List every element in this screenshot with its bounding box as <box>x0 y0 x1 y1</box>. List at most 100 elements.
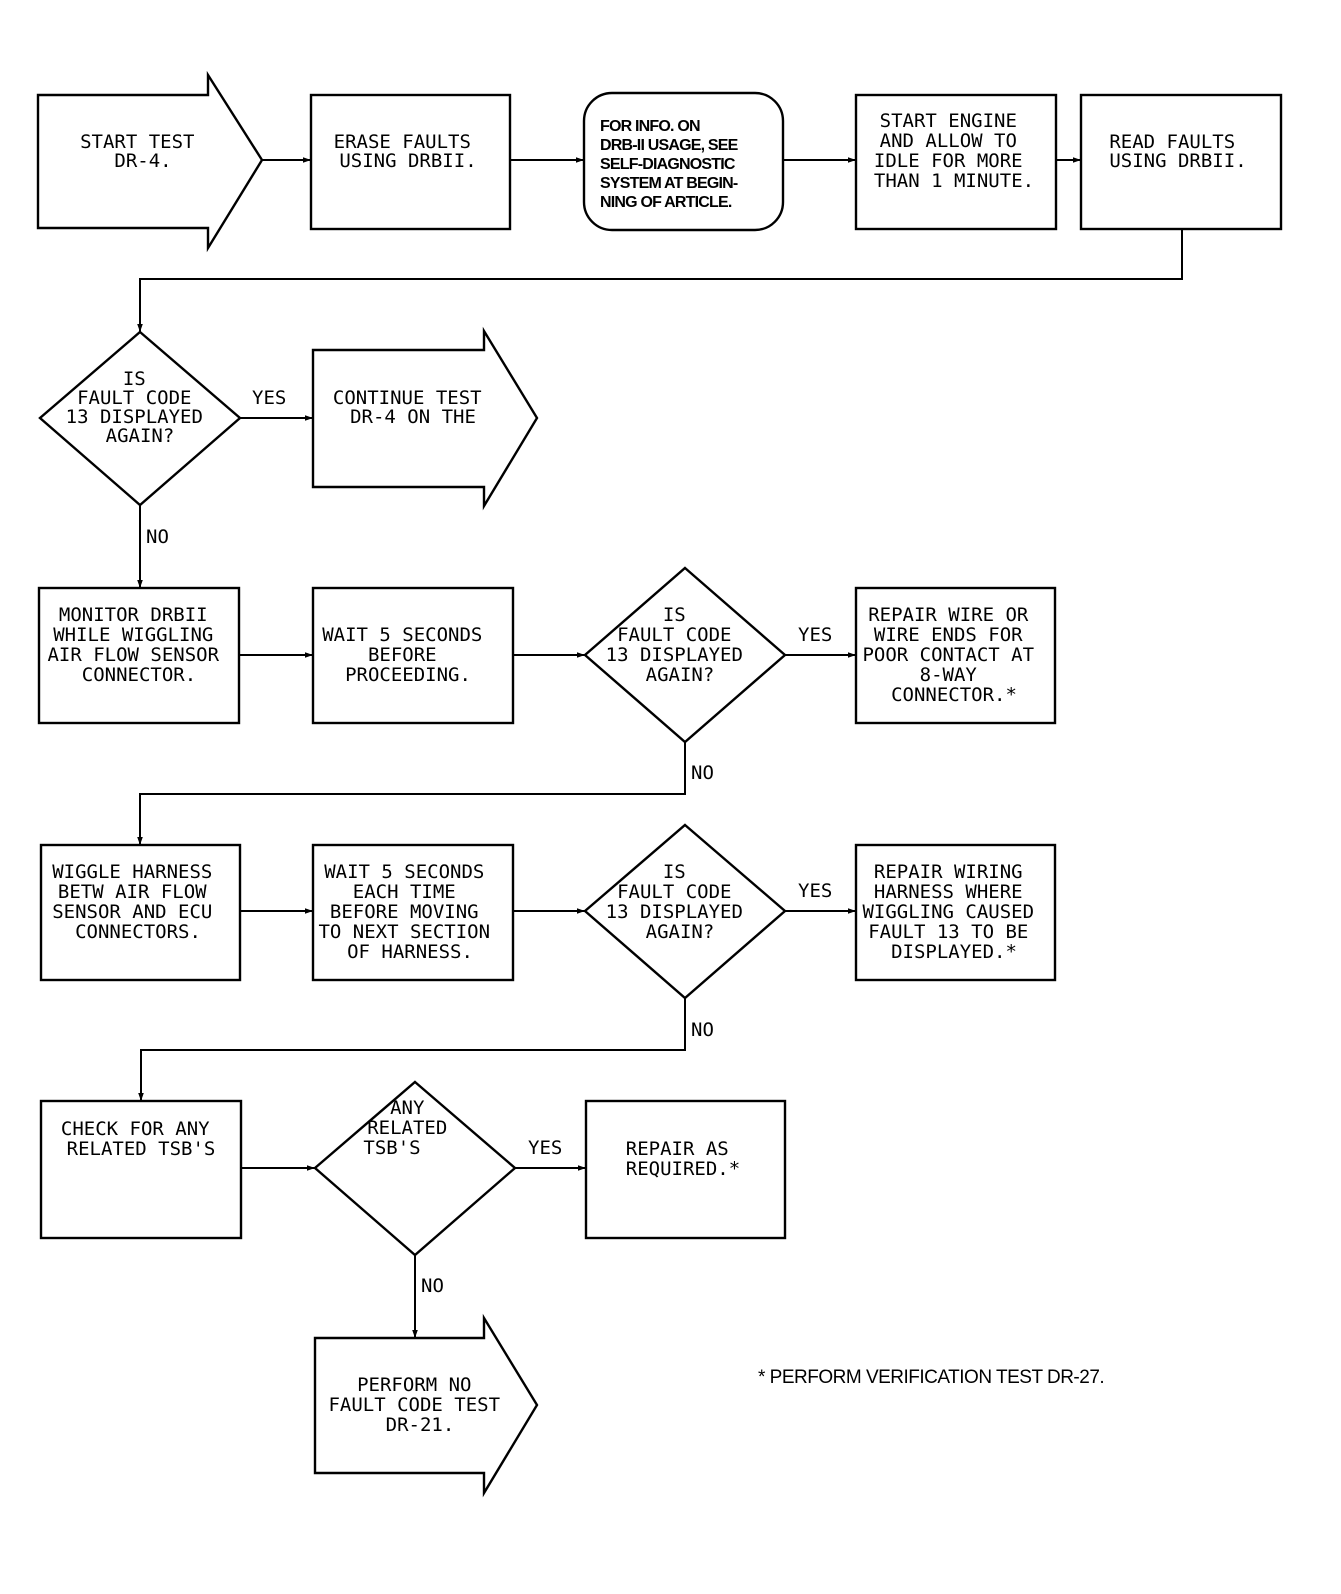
node-text-line: BEFORE <box>368 644 437 666</box>
node-text-line: REQUIRED.* <box>626 1158 740 1180</box>
node-text-line: RELATED <box>367 1117 447 1139</box>
svg-text:MONITOR DRBII WHILE WIGG: MONITOR DRBII WHILE WIGGLING AIR FLOW SE… <box>47 604 230 686</box>
node-text-line: HARNESS WHERE <box>874 881 1023 903</box>
node-text-line: EACH TIME <box>353 881 456 903</box>
yes-label: YES <box>252 387 286 409</box>
svg-text:WAIT 5 SECONDS BEFORE: WAIT 5 SECONDS BEFORE PROCEEDING. <box>322 624 494 686</box>
verification-footnote: * PERFORM VERIFICATION TEST DR-27. <box>758 1367 1104 1388</box>
yes-label: YES <box>798 880 832 902</box>
node-text-line: REPAIR WIRING <box>874 861 1023 883</box>
wiggle-harness-box: WIGGLE HARNESS BETW AIR FLOW SENSOR AND … <box>39 843 242 982</box>
node-text-line: DR-21. <box>386 1414 455 1436</box>
node-text-line: SENSOR AND ECU <box>52 901 212 923</box>
decision-fault-code-3: IS FAULT CODE 13 DISPLAYED AGAIN? <box>583 823 787 1000</box>
node-text-line: MONITOR DRBII <box>59 604 208 626</box>
svg-text:READ FAULTS USING DRBII.: READ FAULTS USING DRBII. <box>1109 131 1246 172</box>
svg-text:WIGGLE HARNESS BETW AIR: WIGGLE HARNESS BETW AIR FLOW SENSOR AND … <box>52 861 224 943</box>
start-test-node: START TEST DR-4. <box>36 70 264 253</box>
svg-text:CONTINUE TEST DR-4 ON TH: CONTINUE TEST DR-4 ON THE <box>333 387 493 428</box>
node-text-line: POOR CONTACT AT <box>862 644 1034 666</box>
node-text-line: FAULT CODE TEST <box>328 1394 500 1416</box>
node-text-line: FAULT 13 TO BE <box>868 921 1028 943</box>
repair-as-required-box: REPAIR AS REQUIRED.* <box>584 1099 787 1240</box>
node-text-line: START ENGINE <box>880 110 1017 132</box>
yes-label: YES <box>798 624 832 646</box>
connector-arrow <box>138 998 686 1101</box>
svg-text:IS FAULT CODE 13 D: IS FAULT CODE 13 DISPLAYED AGAIN? <box>606 861 755 943</box>
node-text-line: AND ALLOW TO <box>880 130 1017 152</box>
node-text-line: REPAIR WIRE OR <box>868 604 1029 626</box>
decision-related-tsbs: ANY RELATED TSB'S <box>313 1080 517 1257</box>
node-text-line: PROCEEDING. <box>345 664 471 686</box>
node-text-line: WAIT 5 SECONDS <box>322 624 482 646</box>
svg-text:REPAIR WIRING HARNESS WH: REPAIR WIRING HARNESS WHERE WIGGLING CAU… <box>862 861 1045 963</box>
node-text-line: AGAIN? <box>106 425 175 447</box>
node-text-line: AIR FLOW SENSOR <box>47 644 219 666</box>
continue-test-node: CONTINUE TEST DR-4 ON THE <box>311 326 539 511</box>
node-text-line: IDLE FOR MORE <box>874 150 1023 172</box>
node-text-line: ERASE FAULTS <box>334 131 471 153</box>
no-label: NO <box>421 1275 444 1297</box>
no-label: NO <box>691 762 714 784</box>
node-text-line: WIRE ENDS FOR <box>874 624 1023 646</box>
svg-text:REPAIR WIRE OR WIRE ENDS: REPAIR WIRE OR WIRE ENDS FOR POOR CONTAC… <box>862 604 1045 706</box>
node-text-line: DR-4 ON THE <box>350 406 476 428</box>
node-text-line: 13 DISPLAYED <box>66 406 203 428</box>
read-faults-box: READ FAULTS USING DRBII. <box>1079 93 1283 231</box>
node-text-line: RELATED TSB'S <box>67 1138 216 1160</box>
info-note-box: FOR INFO. ON DRB-II USAGE, SEE SELF-DIAG… <box>582 91 785 232</box>
node-text-line: DISPLAYED.* <box>891 941 1017 963</box>
node-text-line: TSB'S <box>363 1137 420 1159</box>
monitor-drbii-box: MONITOR DRBII WHILE WIGGLING AIR FLOW SE… <box>37 586 241 725</box>
node-text-line: IS <box>663 604 686 626</box>
node-text-line: CONTINUE TEST <box>333 387 482 409</box>
node-text-line: FAULT CODE <box>617 881 731 903</box>
node-text-line: THAN 1 MINUTE. <box>874 170 1034 192</box>
node-text-line: FAULT CODE <box>77 387 191 409</box>
node-text-line: WHILE WIGGLING <box>53 624 213 646</box>
node-text-line: USING DRBII. <box>339 150 476 172</box>
node-text-line: ANY <box>390 1097 425 1119</box>
svg-text:START TEST DR-4.: START TEST DR-4. <box>80 131 206 172</box>
svg-text:REPAIR AS REQUIRED.*: REPAIR AS REQUIRED.* <box>626 1138 740 1180</box>
node-text-line: USING DRBII. <box>1109 150 1246 172</box>
svg-text:START ENGINE AND ALLOW T: START ENGINE AND ALLOW TO IDLE FOR MORE … <box>874 110 1034 192</box>
node-text-line: CHECK FOR ANY <box>61 1118 210 1140</box>
erase-faults-box: ERASE FAULTS USING DRBII. <box>309 93 512 231</box>
decision-fault-code-1: IS FAULT CODE 13 DISPLAYED AGAIN? <box>38 330 242 507</box>
repair-wire-box: REPAIR WIRE OR WIRE ENDS FOR POOR CONTAC… <box>854 586 1057 725</box>
connector-arrow <box>137 742 686 845</box>
node-text-line: START TEST <box>80 131 194 153</box>
node-text-line: REPAIR AS <box>626 1138 729 1160</box>
check-tsb-box: CHECK FOR ANY RELATED TSB'S <box>39 1099 243 1240</box>
node-text-line: WIGGLING CAUSED <box>862 901 1034 923</box>
node-text-line: FAULT CODE <box>617 624 731 646</box>
node-text-line: 13 DISPLAYED <box>606 901 743 923</box>
node-text-line: AGAIN? <box>646 921 715 943</box>
no-label: NO <box>146 526 169 548</box>
yes-label: YES <box>528 1137 562 1159</box>
node-text-line: PERFORM NO <box>357 1374 471 1396</box>
node-text-line: CONNECTOR. <box>82 664 196 686</box>
node-text-line: OF HARNESS. <box>347 941 473 963</box>
node-text-line: SYSTEM AT BEGIN- <box>600 175 738 192</box>
svg-text:IS FAULT CODE 13 D: IS FAULT CODE 13 DISPLAYED AGAIN? <box>606 604 755 686</box>
svg-text:CHECK FOR ANY RELATED TS: CHECK FOR ANY RELATED TSB'S <box>61 1118 221 1160</box>
node-text-line: 8-WAY <box>920 664 978 686</box>
svg-text:IS FAULT CODE 13 D: IS FAULT CODE 13 DISPLAYED AGAIN? <box>66 368 215 447</box>
wait-5-seconds-box-1: WAIT 5 SECONDS BEFORE PROCEEDING. <box>311 586 515 725</box>
node-text-line: DR-4. <box>114 150 171 172</box>
svg-text:FOR INFO. ON DRB-II USAG: FOR INFO. ON DRB-II USAGE, SEE SELF-DIAG… <box>600 118 741 211</box>
node-text-line: FOR INFO. ON <box>600 118 700 135</box>
node-text-line: DRB-II USAGE, SEE <box>600 137 739 154</box>
node-text-line: 13 DISPLAYED <box>606 644 743 666</box>
node-text-line: BETW AIR FLOW <box>58 881 207 903</box>
svg-text:ANY RELATED TSB'S: ANY RELATED TSB'S <box>363 1097 458 1159</box>
node-text-line: NING OF ARTICLE. <box>600 194 732 211</box>
connector-arrow <box>137 229 1183 332</box>
node-text-line: CONNECTORS. <box>75 921 201 943</box>
node-text-line: READ FAULTS <box>1109 131 1235 153</box>
decision-fault-code-2: IS FAULT CODE 13 DISPLAYED AGAIN? <box>583 566 787 744</box>
svg-text:WAIT 5 SECONDS EACH TIME: WAIT 5 SECONDS EACH TIME BEFORE MOVING T… <box>318 861 501 963</box>
